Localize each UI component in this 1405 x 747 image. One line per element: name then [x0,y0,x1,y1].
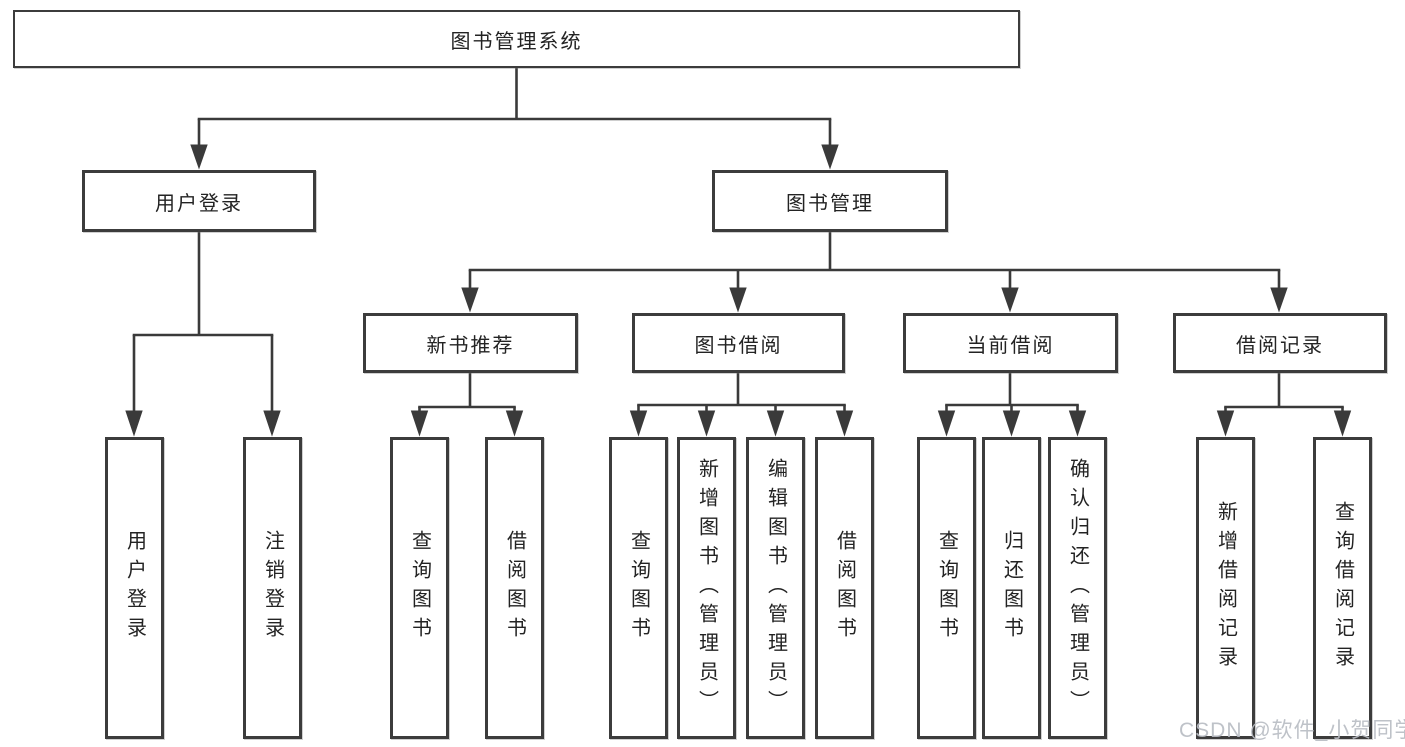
node-label: 图书管理 [786,192,874,215]
arrow-icon [835,410,854,437]
leaf-borrow-books: 借阅图书 [815,437,874,739]
leaf-label: 新增图书（管理员） [695,457,718,719]
leaf-label: 借阅图书 [833,530,856,646]
leaf-confirm-return-admin: 确认归还（管理员） [1048,437,1107,739]
leaf-query-books-current: 查询图书 [917,437,976,739]
leaf-label: 查询图书 [408,530,431,646]
leaf-query-books-recommend: 查询图书 [390,437,449,739]
node-book-management: 图书管理 [712,170,948,232]
leaf-edit-books-admin: 编辑图书（管理员） [746,437,805,739]
leaf-label: 注销登录 [261,530,284,646]
arrow-icon [461,287,479,313]
csdn-watermark: CSDN @软件_小贺同学 [1179,719,1405,742]
arrow-icon [937,410,956,437]
arrow-icon [629,410,648,437]
leaf-borrow-books-recommend: 借阅图书 [485,437,544,739]
arrow-icon [505,410,524,437]
arrow-icon [190,144,208,170]
leaf-label: 确认归还（管理员） [1066,457,1089,719]
node-library-management-system: 图书管理系统 [13,10,1020,68]
arrow-icon [729,287,747,313]
node-label: 图书管理系统 [450,30,583,53]
arrow-icon [1001,287,1019,313]
node-label: 当前借阅 [966,334,1055,357]
node-borrow-records: 借阅记录 [1173,313,1387,373]
leaf-add-borrow-record: 新增借阅记录 [1196,437,1255,739]
node-user-login: 用户登录 [82,170,316,232]
leaf-label: 查询图书 [627,530,650,646]
arrow-icon [1216,410,1235,437]
arrow-icon [821,144,839,170]
leaf-label: 归还图书 [1000,530,1023,646]
leaf-label: 借阅图书 [503,530,526,646]
arrow-icon [766,410,785,437]
leaf-add-books-admin: 新增图书（管理员） [677,437,736,739]
leaf-logout: 注销登录 [243,437,302,739]
leaf-label: 编辑图书（管理员） [764,457,787,719]
arrow-icon [1333,410,1352,437]
arrow-icon [125,410,143,437]
node-label: 图书借阅 [694,334,783,357]
leaf-label: 用户登录 [123,530,146,646]
node-label: 用户登录 [155,192,243,215]
arrow-icon [1068,410,1087,437]
arrow-icon [410,410,429,437]
leaf-label: 查询借阅记录 [1331,501,1354,675]
node-current-borrow: 当前借阅 [903,313,1118,373]
leaf-return-books: 归还图书 [982,437,1041,739]
node-label: 新书推荐 [426,334,515,357]
leaf-query-books-borrow: 查询图书 [609,437,668,739]
leaf-query-borrow-record: 查询借阅记录 [1313,437,1372,739]
leaf-label: 查询图书 [935,530,958,646]
arrow-icon [1270,287,1288,313]
arrow-icon [697,410,716,437]
arrow-icon [263,410,281,437]
leaf-user-login: 用户登录 [105,437,164,739]
node-book-borrow: 图书借阅 [632,313,845,373]
leaf-label: 新增借阅记录 [1214,501,1237,675]
arrow-icon [1002,410,1021,437]
node-label: 借阅记录 [1236,334,1324,357]
node-new-book-recommend: 新书推荐 [363,313,578,373]
